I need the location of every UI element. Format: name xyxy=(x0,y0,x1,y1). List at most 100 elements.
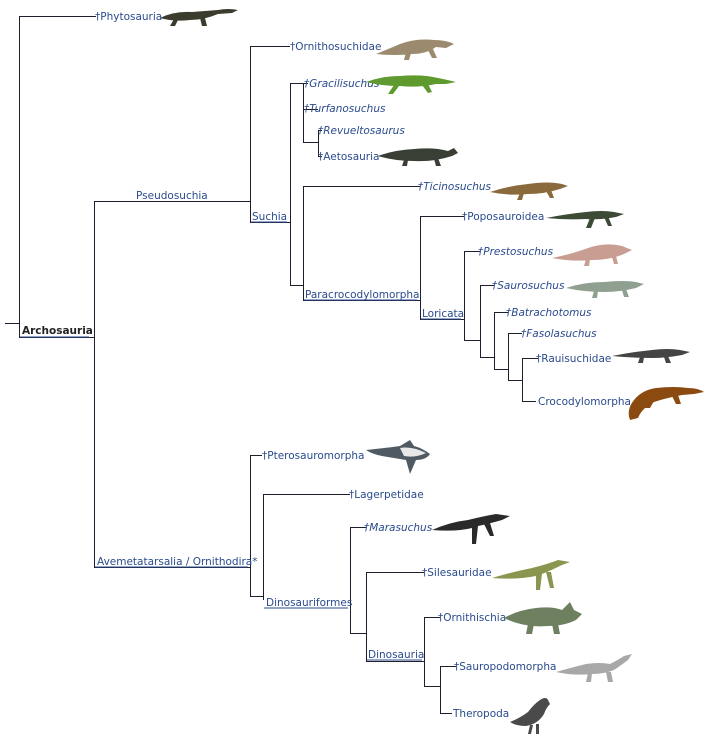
taxon-prestosuchus-name: Prestosuchus xyxy=(483,246,553,258)
marasuchus-silhouette xyxy=(432,514,510,544)
extinct-dagger: † xyxy=(95,11,100,23)
extinct-dagger: † xyxy=(454,661,459,673)
saurischia-node xyxy=(440,666,456,714)
taxon-poposauroidea-name: Poposauroidea xyxy=(467,211,544,223)
extinct-dagger: † xyxy=(304,78,310,90)
extinct-dagger: † xyxy=(418,181,424,193)
extinct-dagger: † xyxy=(492,280,498,292)
taxon-ornithischia: †Ornithischia xyxy=(438,612,506,624)
tree-branches xyxy=(5,16,538,714)
suchia-label: Suchia xyxy=(252,211,287,223)
taxon-phytosauria: †Phytosauria xyxy=(95,11,162,23)
taxon-fasolasuchus: †Fasolasuchus xyxy=(521,328,597,340)
taxon-pterosauromorpha: †Pterosauromorpha xyxy=(262,450,364,462)
clade-labels: Archosauria Pseudosuchia Suchia Paracroc… xyxy=(20,190,464,661)
saurosuchus-node xyxy=(494,312,508,370)
saurosuchus-silhouette xyxy=(566,281,644,298)
taxon-revueltosaurus: †Revueltosaurus xyxy=(318,125,405,137)
taxon-theropoda: Theropoda xyxy=(452,708,509,720)
extinct-dagger: † xyxy=(521,328,527,340)
dinosauriformes-label: Dinosauriformes xyxy=(266,597,352,609)
phytosaur-silhouette xyxy=(160,9,238,26)
turfanosuchus-node xyxy=(303,109,318,143)
taxon-ticinosuchus: †Ticinosuchus xyxy=(418,181,492,193)
taxon-silesauridae: †Silesauridae xyxy=(422,567,492,579)
dinosauria-split-node xyxy=(366,572,424,662)
taxon-silesauridae-name: Silesauridae xyxy=(427,567,491,579)
archosauria-label: Archosauria xyxy=(22,325,93,337)
pseudosuchia-node xyxy=(250,46,290,223)
taxon-crocodylomorpha: Crocodylomorpha xyxy=(538,396,631,408)
taxon-sauropodomorpha-name: Sauropodomorpha xyxy=(459,661,556,673)
crocodile-silhouette xyxy=(628,387,704,420)
extinct-dagger: † xyxy=(438,612,443,624)
archosauria-crown-node xyxy=(94,201,250,568)
extinct-dagger: † xyxy=(349,489,354,501)
extinct-dagger: † xyxy=(262,450,267,462)
sauropod-silhouette xyxy=(556,654,632,682)
revueltosaurus-node xyxy=(318,130,322,157)
loricata-label: Loricata xyxy=(422,308,464,320)
pterosauromorpha-stem xyxy=(263,494,350,600)
archosauria-node xyxy=(19,16,96,338)
extinct-dagger: † xyxy=(290,41,295,53)
suchia-node xyxy=(290,83,303,286)
taxon-turfanosuchus: †Turfanosuchus xyxy=(304,103,386,115)
taxon-lagerpetidae-name: Lagerpetidae xyxy=(354,489,423,501)
taxon-rauisuchidae: †Rauisuchidae xyxy=(536,353,611,365)
dinosauriformes-node xyxy=(350,527,366,634)
extinct-dagger: † xyxy=(318,151,323,163)
taxon-rauisuchidae-name: Rauisuchidae xyxy=(541,353,611,365)
extinct-dagger: † xyxy=(304,103,310,115)
ceratopsian-silhouette xyxy=(504,602,582,634)
taxon-gracilisuchus: †Gracilisuchus xyxy=(304,78,380,90)
pseudosuchia-label: Pseudosuchia xyxy=(136,190,208,202)
extinct-dagger: † xyxy=(478,246,484,258)
taxon-aetosauria-name: Aetosauria xyxy=(323,151,379,163)
poposauroidea-node xyxy=(420,216,464,320)
prestosuchus-silhouette xyxy=(552,244,632,266)
extinct-dagger: † xyxy=(364,522,370,534)
taxon-gracilisuchus-name: Gracilisuchus xyxy=(309,78,380,90)
taxon-batrachotomus: †Batrachotomus xyxy=(506,307,592,319)
extinct-dagger: † xyxy=(462,211,467,223)
taxon-illustrations xyxy=(160,9,704,734)
taxon-saurosuchus: †Saurosuchus xyxy=(492,280,565,292)
taxon-fasolasuchus-name: Fasolasuchus xyxy=(526,328,597,340)
taxon-marasuchus-name: Marasuchus xyxy=(369,522,432,534)
rauisuchid-silhouette xyxy=(612,349,690,363)
ornithosuchid-silhouette xyxy=(376,39,454,60)
taxon-lagerpetidae: †Lagerpetidae xyxy=(349,489,424,501)
taxon-ornithischia-name: Ornithischia xyxy=(443,612,506,624)
ticinosuchus-silhouette xyxy=(490,182,568,200)
extinct-dagger: † xyxy=(536,353,541,365)
avemetatarsalia-label: Avemetatarsalia / Ornithodira* xyxy=(97,556,257,568)
fasolasuchus-node xyxy=(522,358,538,402)
dinosauria-label: Dinosauria xyxy=(368,649,424,661)
pterosaur-silhouette xyxy=(366,440,430,474)
paracrocodylomorpha-node xyxy=(303,186,420,301)
taxon-poposauroidea: †Poposauroidea xyxy=(462,211,544,223)
taxon-pterosauromorpha-name: Pterosauromorpha xyxy=(267,450,364,462)
taxon-batrachotomus-name: Batrachotomus xyxy=(511,307,592,319)
taxon-prestosuchus: †Prestosuchus xyxy=(478,246,554,258)
taxon-ornithosuchidae: †Ornithosuchidae xyxy=(290,41,381,53)
extinct-dagger: † xyxy=(506,307,512,319)
avemetatarsalia-node xyxy=(250,455,263,597)
prestosuchus-node xyxy=(480,285,494,358)
taxon-ticinosuchus-name: Ticinosuchus xyxy=(423,181,491,193)
silesaurid-silhouette xyxy=(492,560,570,590)
pigeon-silhouette xyxy=(510,698,550,734)
poposaur-silhouette xyxy=(546,211,624,228)
taxon-marasuchus: †Marasuchus xyxy=(364,522,433,534)
loricata-node xyxy=(464,251,480,341)
extinct-dagger: † xyxy=(422,567,427,579)
taxon-revueltosaurus-name: Revueltosaurus xyxy=(323,125,405,137)
taxon-sauropodomorpha: †Sauropodomorpha xyxy=(454,661,556,673)
dinosauria-node xyxy=(424,617,440,687)
batrachotomus-node xyxy=(508,333,522,381)
taxon-saurosuchus-name: Saurosuchus xyxy=(497,280,565,292)
paracrocodylomorpha-label: Paracrocodylomorpha xyxy=(305,289,419,301)
extinct-dagger: † xyxy=(318,125,324,137)
